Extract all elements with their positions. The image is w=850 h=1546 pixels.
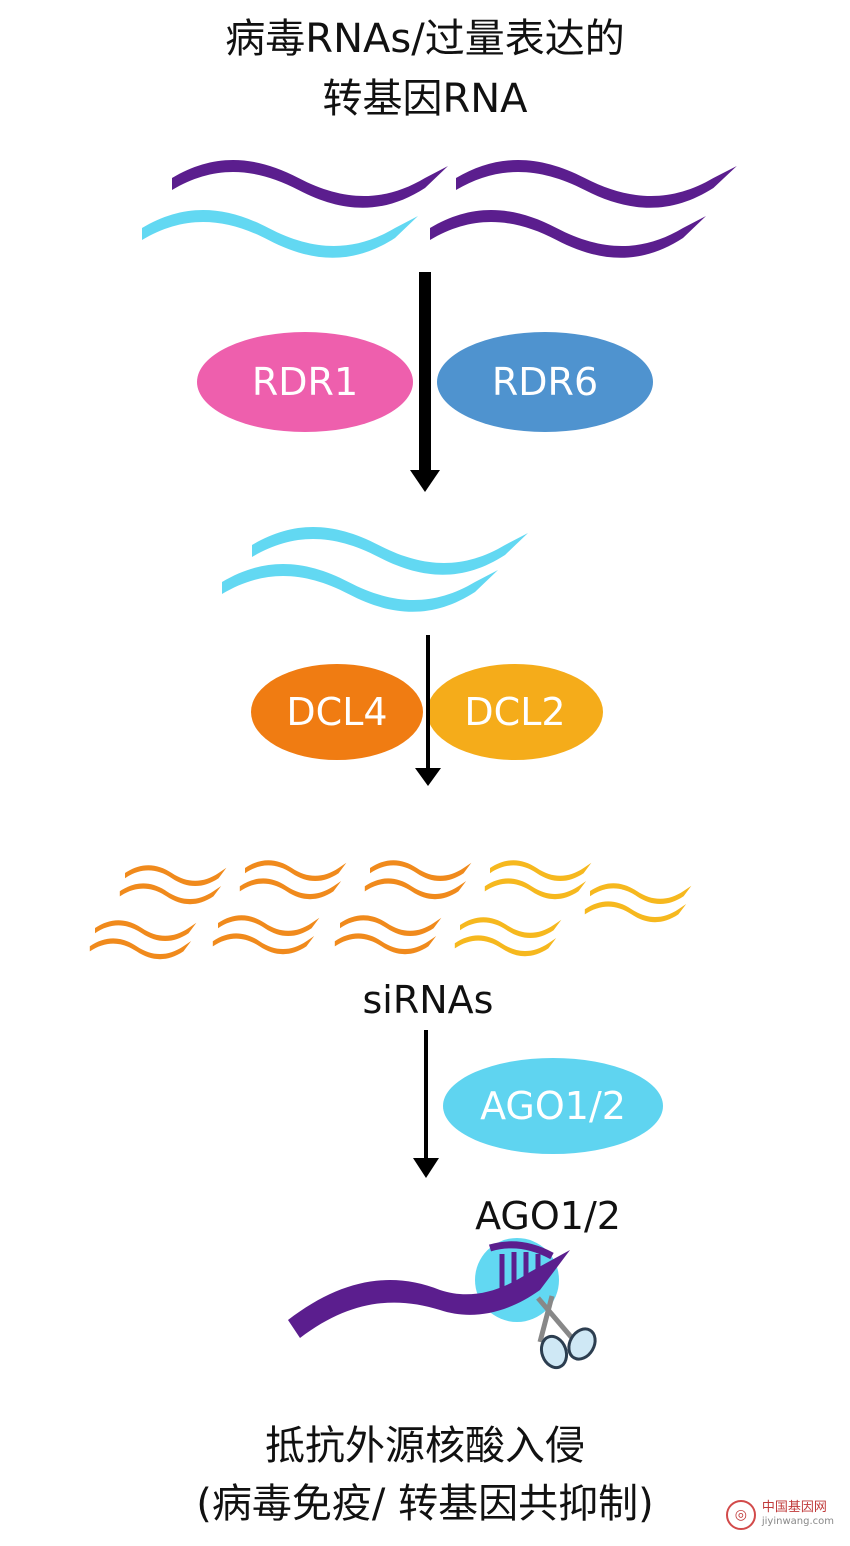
ago-pill-label: AGO1/2 bbox=[480, 1084, 626, 1128]
purple-rna-strand bbox=[430, 210, 706, 258]
sirna-pairing-bars bbox=[499, 1252, 541, 1292]
ago-complex-label: AGO1/2 bbox=[475, 1194, 621, 1238]
dcl2-enzyme: DCL2 bbox=[427, 664, 603, 760]
dcl4-enzyme: DCL4 bbox=[251, 664, 423, 760]
cyan-rna-strand bbox=[142, 210, 418, 258]
result-line-1: 抵抗外源核酸入侵 bbox=[265, 1423, 585, 1469]
viral-rna-strands bbox=[142, 160, 737, 258]
watermark: ◎ 中国基因网 jiyinwang.com bbox=[725, 1500, 834, 1530]
watermark-name: 中国基因网 bbox=[761, 1500, 827, 1515]
ago-enzyme: AGO1/2 bbox=[443, 1058, 663, 1154]
dcl2-label: DCL2 bbox=[464, 690, 565, 734]
title-line-1: 病毒RNAs/过量表达的 bbox=[225, 16, 625, 62]
target-rna-strand bbox=[288, 1250, 570, 1338]
scissors-icon bbox=[536, 1295, 597, 1370]
dcl4-label: DCL4 bbox=[286, 690, 387, 734]
title-line-2: 转基因RNA bbox=[322, 76, 528, 122]
target-cleavage bbox=[288, 1238, 597, 1370]
arrow-down bbox=[413, 1030, 439, 1178]
purple-rna-strand bbox=[172, 160, 448, 208]
sirna-fragments bbox=[89, 860, 692, 960]
arrow-down-thick bbox=[410, 272, 440, 492]
result-line-2: (病毒免疫/ 转基因共抑制) bbox=[196, 1481, 654, 1527]
rdr6-enzyme: RDR6 bbox=[437, 332, 653, 432]
rdr1-enzyme: RDR1 bbox=[197, 332, 413, 432]
rdr6-label: RDR6 bbox=[492, 360, 598, 404]
rdr1-label: RDR1 bbox=[252, 360, 358, 404]
purple-rna-strand bbox=[456, 160, 737, 208]
dsrna-strand bbox=[222, 527, 528, 612]
watermark-logo-icon: ◎ bbox=[725, 1500, 756, 1530]
sirnas-label: siRNAs bbox=[363, 978, 494, 1022]
watermark-url: jiyinwang.com bbox=[761, 1516, 834, 1527]
